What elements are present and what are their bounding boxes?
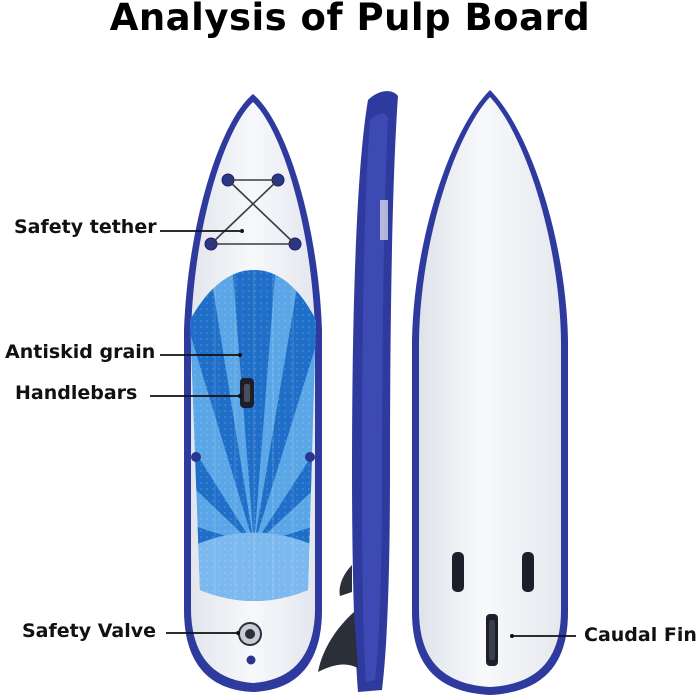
label-handlebars: Handlebars	[15, 382, 138, 404]
side-fin-small	[339, 565, 352, 596]
carry-handle	[240, 378, 254, 408]
bungee-cords	[210, 179, 296, 245]
label-caudal-fin: Caudal Fin	[584, 624, 697, 646]
label-safety-tether: Safety tether	[14, 216, 157, 238]
leader-dots	[236, 229, 514, 638]
side-ring-right	[305, 452, 315, 462]
side-fin-left	[452, 552, 464, 592]
label-antiskid-grain: Antiskid grain	[5, 341, 156, 363]
side-fin	[318, 612, 358, 672]
bottom-view	[412, 90, 568, 695]
deck-view	[184, 94, 322, 692]
leader-lines	[150, 230, 576, 637]
label-safety-valve: Safety Valve	[22, 620, 157, 642]
page-title: Analysis of Pulp Board	[109, 0, 591, 39]
side-ring-left	[191, 452, 201, 462]
valve	[238, 622, 262, 646]
side-fin-right	[522, 552, 534, 592]
bottom-surface	[419, 97, 561, 687]
leash-ring	[246, 655, 256, 665]
side-highlight	[362, 113, 388, 682]
side-view	[318, 91, 398, 692]
